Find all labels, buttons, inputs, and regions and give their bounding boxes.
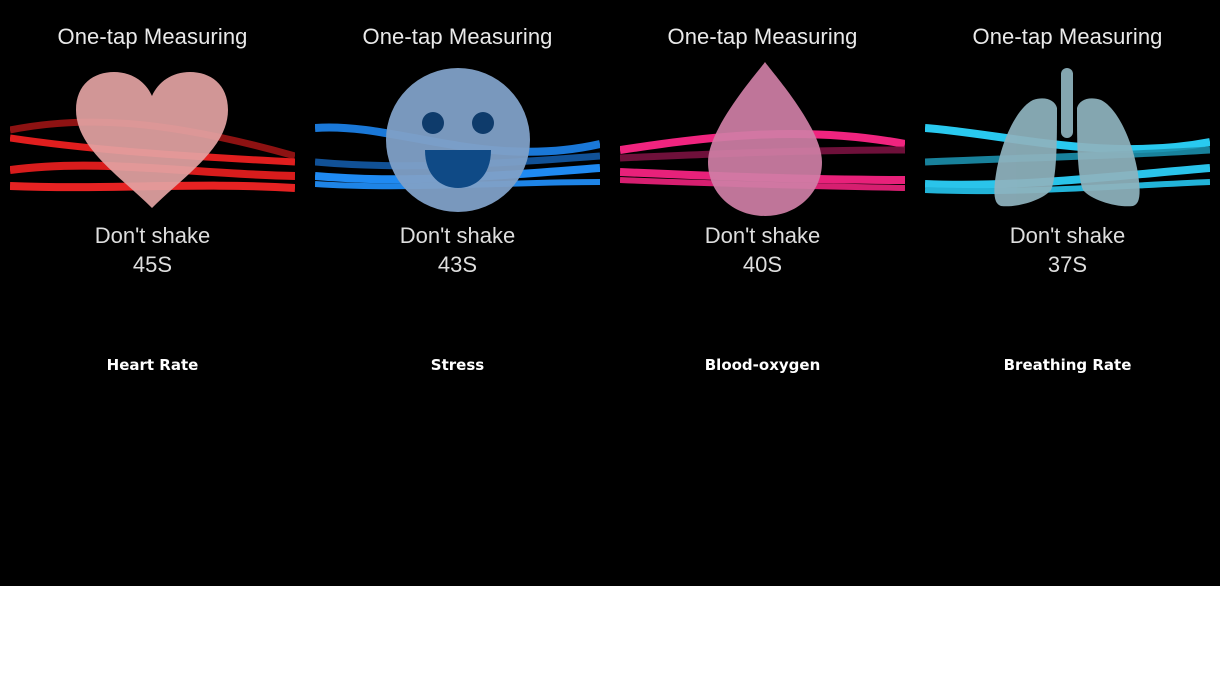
panel-title: One-tap Measuring — [667, 24, 858, 49]
wave-lines — [925, 124, 1210, 195]
stress-visual — [315, 58, 600, 223]
metric-caption: Blood-oxygen — [704, 356, 821, 374]
metric-caption: Heart Rate — [106, 356, 199, 374]
measurement-showcase: One-tap Measuring Don't shake 45S Heart … — [0, 0, 1220, 586]
instruction-text: Don't shake — [704, 223, 821, 248]
smiley-face-icon — [386, 68, 530, 212]
countdown-timer: 40S — [742, 252, 783, 277]
countdown-timer: 37S — [1047, 252, 1088, 277]
countdown-timer: 45S — [132, 252, 173, 277]
panel-stress: One-tap Measuring Don't shake 43S Stress — [305, 0, 610, 586]
instruction-text: Don't shake — [94, 223, 211, 248]
page-bottom-area — [0, 586, 1220, 700]
blood-drop-icon — [708, 62, 822, 216]
panel-breathing-rate: One-tap Measuring Don't shake 37S Breath… — [915, 0, 1220, 586]
breathing-rate-animation — [925, 68, 1210, 207]
instruction-text: Don't shake — [1009, 223, 1126, 248]
panel-title: One-tap Measuring — [57, 24, 248, 49]
heart-icon — [76, 72, 228, 208]
panel-title: One-tap Measuring — [972, 24, 1163, 49]
blood-oxygen-animation — [620, 62, 905, 216]
metric-caption: Breathing Rate — [1003, 356, 1132, 374]
countdown-timer: 43S — [437, 252, 478, 277]
lungs-icon — [994, 68, 1140, 207]
panel-heart-rate: One-tap Measuring Don't shake 45S Heart … — [0, 0, 305, 586]
instruction-text: Don't shake — [399, 223, 516, 248]
blood-oxygen-visual — [620, 58, 905, 223]
heart-rate-visual — [10, 58, 295, 223]
stress-animation — [315, 68, 600, 212]
panel-title: One-tap Measuring — [362, 24, 553, 49]
panel-blood-oxygen: One-tap Measuring Don't shake 40S Blood-… — [610, 0, 915, 586]
metric-caption: Stress — [430, 356, 485, 374]
breathing-rate-visual — [925, 58, 1210, 223]
heart-rate-animation — [10, 72, 295, 208]
